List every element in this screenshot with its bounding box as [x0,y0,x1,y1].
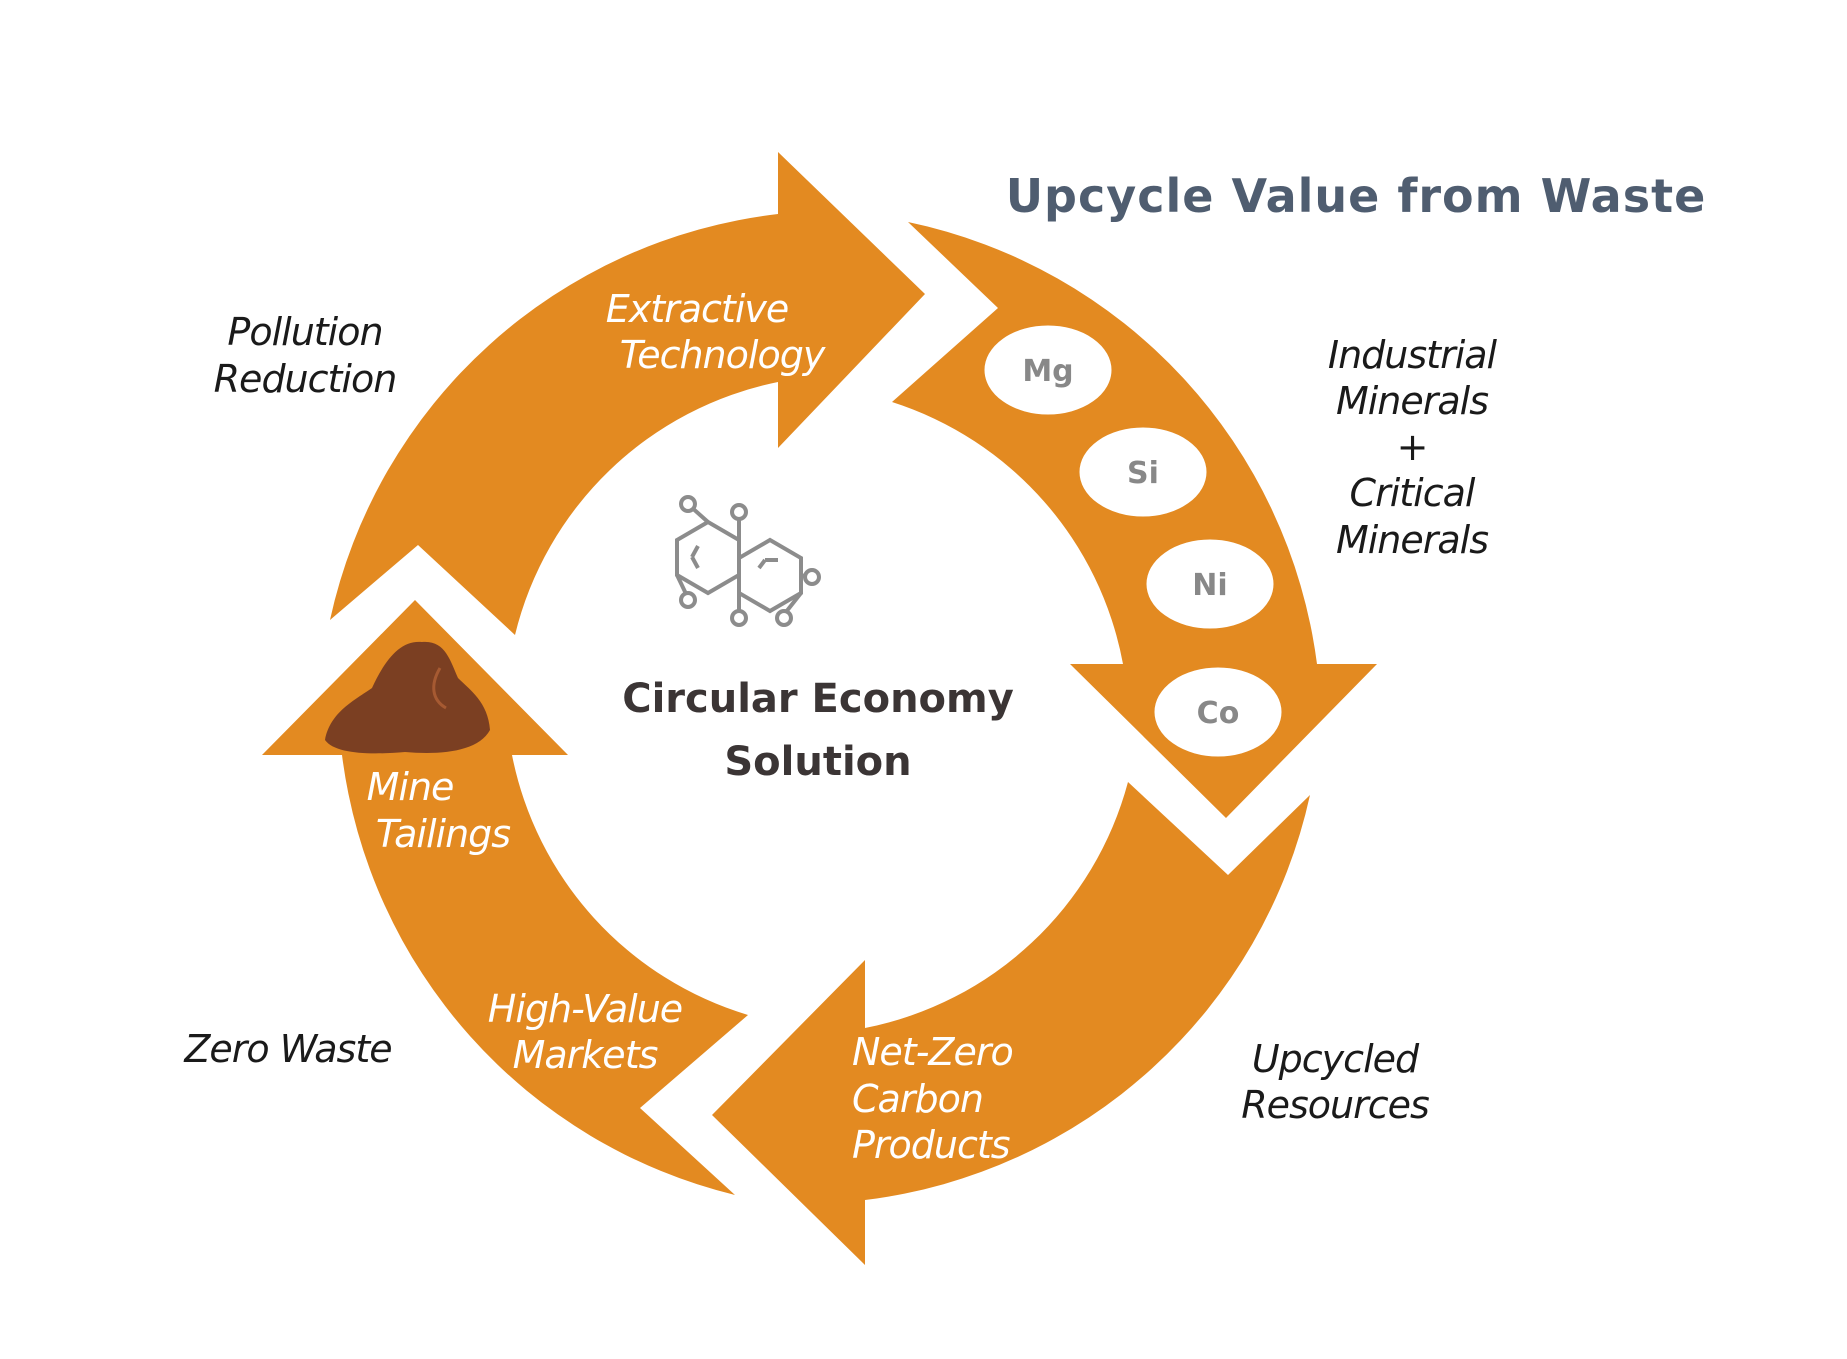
benefit-minerals-line3: Critical [1350,471,1476,515]
stage-mine-line2: Tailings [376,812,510,856]
benefit-minerals-line2: Minerals [1336,379,1488,423]
benefit-minerals-line1: Industrial [1328,333,1498,377]
arrow-minerals [892,222,1377,818]
stage-net-zero-line3: Products [852,1123,1010,1167]
benefit-upcycled-line1: Upcycled [1252,1037,1420,1081]
diagram-title: Upcycle Value from Waste [1006,169,1707,223]
element-label: Mg [1022,354,1073,389]
benefit-pollution-line2: Reduction [214,357,397,401]
arrow-extractive-technology [330,152,925,635]
stage-mine-line1: Mine [367,765,454,809]
element-label: Co [1197,696,1240,731]
stage-net-zero-line1: Net-Zero [852,1030,1013,1074]
element-oval-mg: Mg [981,322,1115,418]
benefit-minerals-line4: Minerals [1336,518,1488,562]
benefit-zero-waste: Zero Waste [183,1027,391,1071]
molecule-icon [675,495,821,627]
stage-extractive-line1: Extractive [606,287,789,331]
element-label: Si [1127,456,1159,491]
center-label-line2: Solution [724,739,911,785]
stage-high-value-line2: Markets [513,1033,658,1077]
stage-extractive-line2: Technology [620,333,826,377]
benefit-pollution-line1: Pollution [227,310,382,354]
benefit-minerals-plus: + [1397,425,1428,469]
stage-high-value-line1: High-Value [488,987,682,1031]
element-label: Ni [1192,568,1227,603]
tailings-pile-icon [325,641,490,754]
element-oval-co: Co [1151,664,1285,760]
element-oval-ni: Ni [1143,536,1277,632]
stage-net-zero-line2: Carbon [852,1077,983,1121]
center-label-line1: Circular Economy [622,676,1014,722]
element-oval-si: Si [1076,424,1210,520]
arrow-net-zero-products [712,782,1310,1265]
benefit-upcycled-line2: Resources [1241,1083,1429,1127]
